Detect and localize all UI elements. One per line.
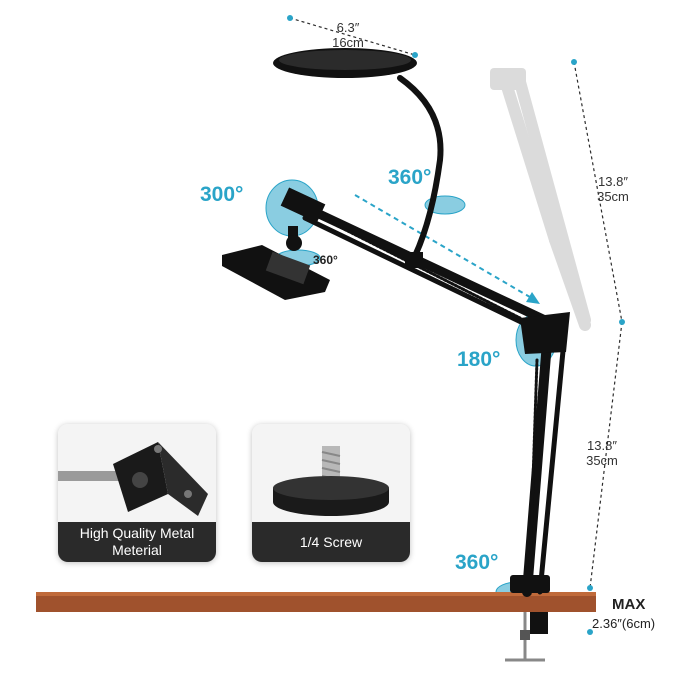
base-clamp bbox=[505, 575, 550, 662]
extension-arrowhead bbox=[526, 292, 540, 304]
lamp-diameter-cm: 16cm bbox=[332, 35, 364, 50]
head-joint bbox=[280, 187, 326, 223]
extension-arrow bbox=[354, 194, 536, 301]
feature-card-screw: 1/4 Screw bbox=[252, 424, 410, 562]
rotation-base-label: 360° bbox=[455, 551, 499, 574]
elbow-joint bbox=[520, 312, 570, 354]
lower-arm-label: 13.8″ 35cm bbox=[572, 438, 632, 468]
metal-joint-image bbox=[58, 424, 216, 522]
desk bbox=[36, 592, 596, 612]
lamp-diameter-label: 6.3″ 16cm bbox=[318, 20, 378, 50]
upper-arm-inch: 13.8″ bbox=[598, 174, 628, 189]
rotation-head-label: 300° bbox=[200, 183, 244, 206]
rotation-elbow-label: 180° bbox=[457, 348, 501, 371]
lamp-diameter-inch: 6.3″ bbox=[336, 20, 360, 35]
dimension-dots bbox=[287, 15, 625, 635]
rotation-gooseneck-label: 360° bbox=[388, 166, 432, 189]
upper-arm-cm: 35cm bbox=[597, 189, 629, 204]
upper-arm-label: 13.8″ 35cm bbox=[583, 174, 643, 204]
lower-arm-inch: 13.8″ bbox=[587, 438, 617, 453]
feature-card-metal: High Quality Metal Meterial bbox=[58, 424, 216, 562]
dimension-lines bbox=[289, 17, 623, 589]
feature-caption-screw: 1/4 Screw bbox=[252, 522, 410, 562]
arm-joint bbox=[405, 252, 423, 268]
feature-caption-metal: High Quality Metal Meterial bbox=[58, 522, 216, 562]
clamp-size-label: 2.36″(6cm) bbox=[592, 616, 656, 631]
gooseneck bbox=[397, 75, 444, 261]
rotation-phone-label: 360° bbox=[313, 253, 338, 267]
lamp-head bbox=[273, 48, 417, 78]
ghost-arm bbox=[490, 68, 591, 331]
lower-arm-cm: 35cm bbox=[586, 453, 618, 468]
screw-image bbox=[252, 424, 410, 522]
clamp-max-label: MAX bbox=[612, 596, 646, 613]
phone-holder bbox=[222, 226, 330, 300]
